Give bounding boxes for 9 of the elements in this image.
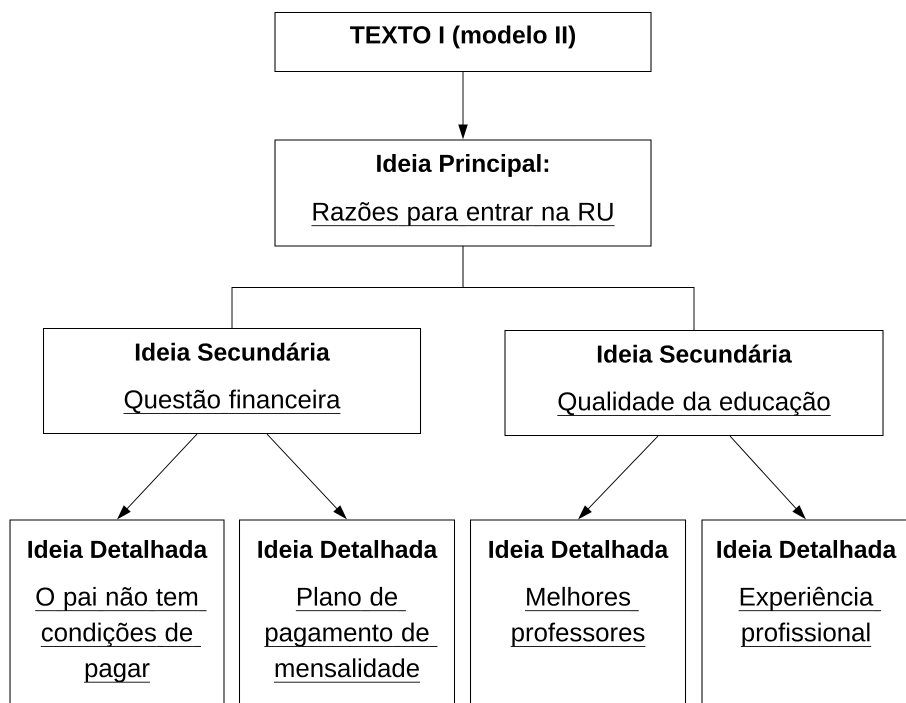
idea-box: Ideia Detalhada O pai não tem condições de pagar xyxy=(9,519,225,703)
idea-box: Ideia Detalhada Experiência profissional xyxy=(701,519,906,703)
idea-box: Ideia Secundária Questão financeira xyxy=(42,328,422,434)
idea-box: Ideia Principal: Razões para entrar na RU xyxy=(274,139,652,247)
idea-box: TEXTO I (modelo II) xyxy=(274,12,652,72)
idea-box: Ideia Secundária Qualidade da educação xyxy=(504,330,884,436)
idea-box: Ideia Detalhada Plano de pagamento de mensalidade xyxy=(238,519,456,703)
connector-line xyxy=(462,246,694,330)
idea-box: Ideia Detalhada Melhores professores xyxy=(470,519,686,703)
